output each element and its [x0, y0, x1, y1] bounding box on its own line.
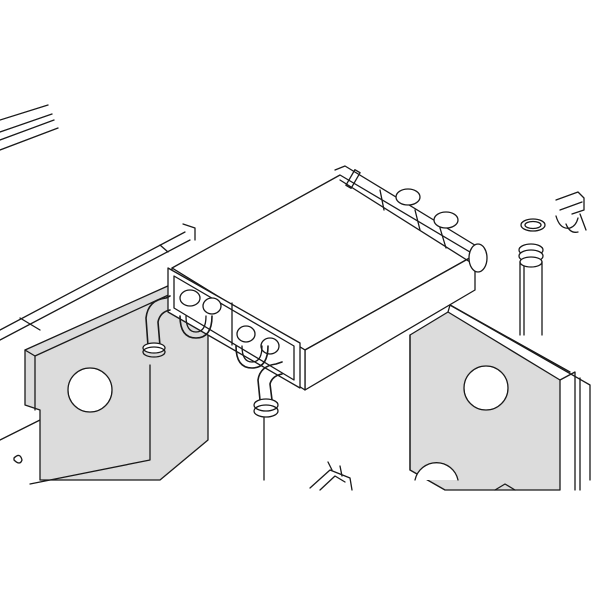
panel-hole-icon: [463, 365, 509, 411]
front-u-bends: [179, 315, 269, 369]
panel-hole-icon: [67, 367, 113, 413]
right-u-bend-connector: [253, 361, 283, 481]
bottom-bracket: [309, 461, 353, 491]
left-insulation-panel: [13, 284, 209, 485]
right-insulation-panel: [409, 304, 591, 491]
o-ring: [520, 218, 546, 232]
retaining-clip: [555, 191, 587, 233]
vertical-pipe: [518, 243, 544, 336]
back-rail-frame: [0, 104, 59, 151]
left-rail: [0, 223, 196, 441]
left-u-bend-connector: [142, 295, 171, 358]
